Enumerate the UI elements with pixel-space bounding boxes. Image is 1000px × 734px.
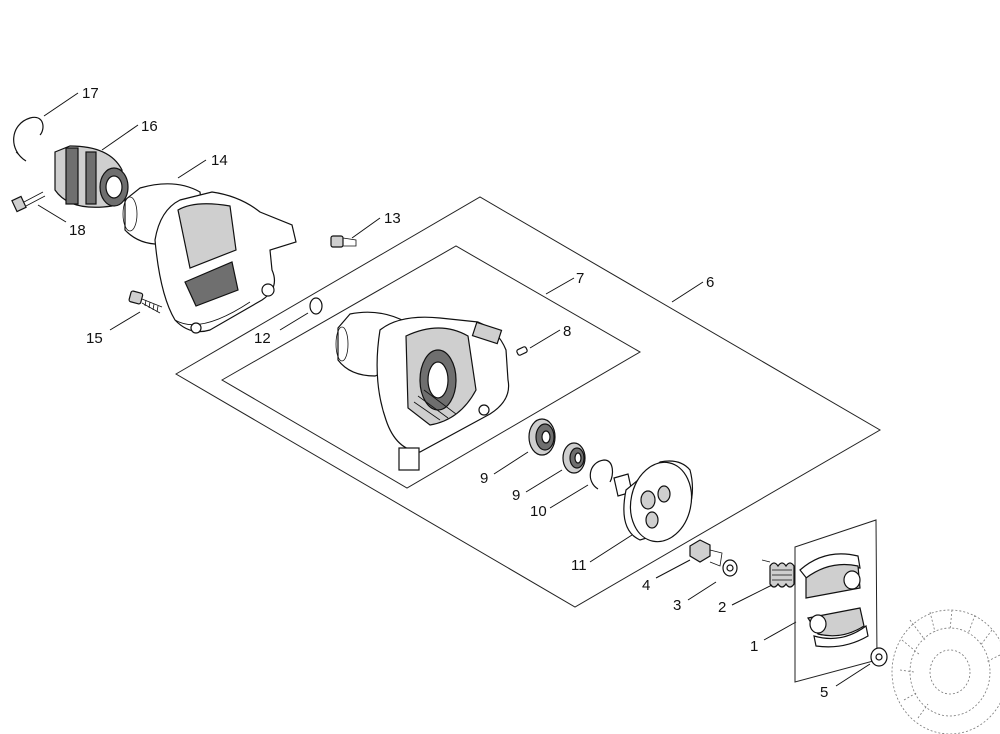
callout-2: 2 <box>718 599 726 616</box>
callout-13: 13 <box>384 210 401 227</box>
washer-5 <box>870 647 888 667</box>
screw-18 <box>11 191 46 213</box>
clutch-housing-7 <box>335 311 510 471</box>
callout-5: 5 <box>820 684 828 701</box>
callout-9a: 9 <box>480 470 488 487</box>
spring-2 <box>761 559 795 588</box>
callout-17: 17 <box>82 85 99 102</box>
bearing-9b <box>562 442 586 474</box>
callout-1: 1 <box>750 638 758 655</box>
bearing-9a <box>528 418 556 456</box>
assembly-frame-6 <box>175 196 881 608</box>
coupling-16 <box>54 145 129 208</box>
callout-9b: 9 <box>512 487 520 504</box>
ring-12 <box>309 297 323 315</box>
callout-12: 12 <box>254 330 271 347</box>
bolt-13 <box>330 235 357 248</box>
callout-8: 8 <box>563 323 571 340</box>
flywheel-reference <box>891 609 1000 734</box>
clutch-drum-11 <box>613 460 693 543</box>
callout-18: 18 <box>69 222 86 239</box>
washer-3 <box>722 559 738 577</box>
clutch-shoe-upper <box>799 553 861 599</box>
callout-6: 6 <box>706 274 714 291</box>
callout-10: 10 <box>530 503 547 520</box>
callout-3: 3 <box>673 597 681 614</box>
callout-14: 14 <box>211 152 228 169</box>
shoulder-bolt-4 <box>689 539 723 567</box>
leader-lines <box>37 92 871 687</box>
callout-15: 15 <box>86 330 103 347</box>
callout-16: 16 <box>141 118 158 135</box>
clutch-shoe-lower <box>807 607 869 648</box>
pin-8 <box>516 346 528 356</box>
screw-15 <box>128 290 163 314</box>
callout-11: 11 <box>571 557 587 574</box>
fan-cover-14 <box>122 183 297 334</box>
circlip-10 <box>589 459 614 490</box>
callout-7: 7 <box>576 270 584 287</box>
clutch-shoe-frame-1 <box>794 519 878 683</box>
snap-ring-17 <box>13 116 44 162</box>
assembly-frame-7 <box>221 245 641 489</box>
callout-4: 4 <box>642 577 650 594</box>
